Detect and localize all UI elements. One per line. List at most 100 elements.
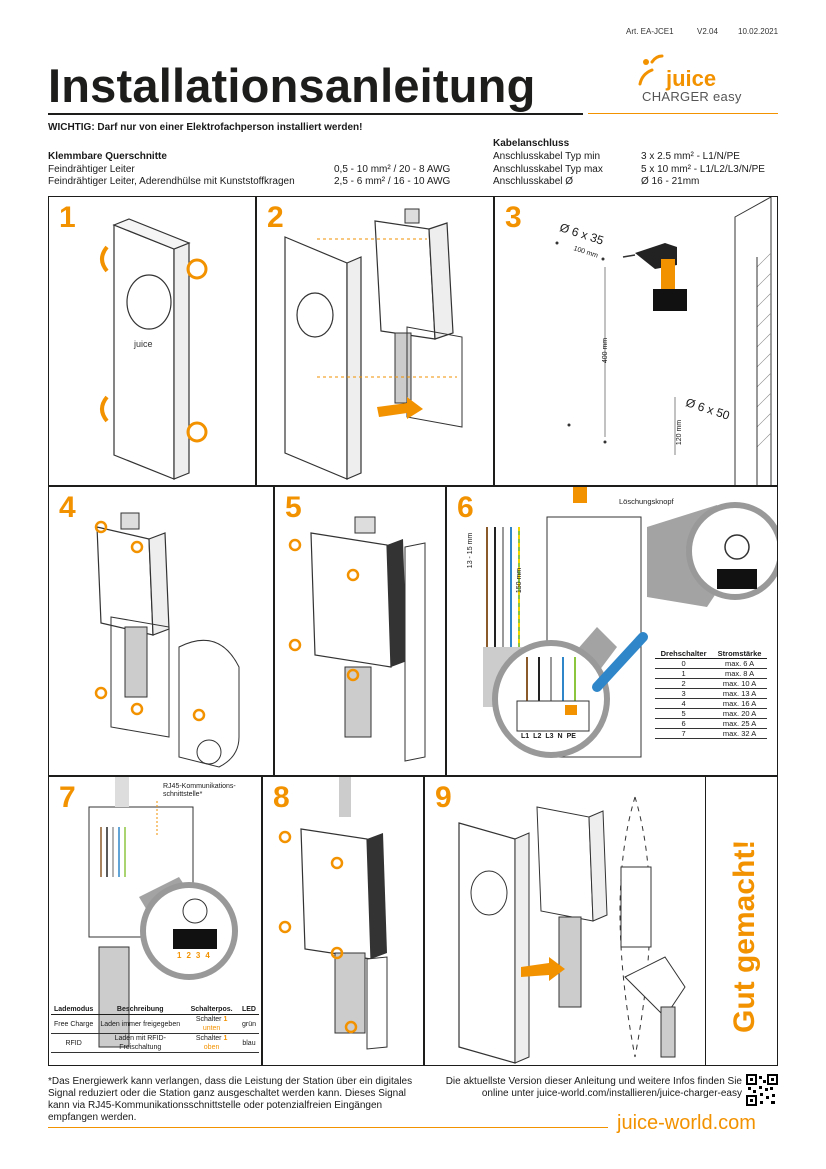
switch-digit: 1 (177, 951, 182, 960)
terminal-label: L2 (533, 733, 542, 740)
article-number: Art. EA-JCE1 (626, 27, 674, 36)
mode-setting-illustration (88, 777, 238, 1048)
table-header: LED (238, 1005, 259, 1015)
cross-section-label: Feindrähtiger Leiter (48, 164, 135, 175)
dimension-bottom: 120 mm (676, 419, 684, 446)
cable-label: Anschlusskabel Ø (493, 176, 574, 187)
table-header: Drehschalter (655, 649, 713, 659)
done-panel: Gut gemacht! (706, 776, 778, 1066)
cable-value: 5 x 10 mm² - L1/L2/L3/N/PE (641, 164, 765, 175)
strip-length-label: 13 - 15 mm (467, 532, 475, 569)
switch-text: Schalter (195, 1035, 224, 1042)
table-cell: max. 13 A (712, 688, 767, 699)
table-header: Beschreibung (96, 1005, 185, 1015)
table-header: Stromstärke (712, 649, 767, 659)
table-cell: max. 10 A (712, 678, 767, 689)
table-cell: max. 6 A (712, 658, 767, 669)
cable-label: Anschlusskabel Typ max (493, 164, 603, 175)
mounting-illustration (94, 512, 240, 768)
step-number: 8 (273, 781, 290, 814)
switch-text: Schalter (195, 1016, 224, 1023)
cable-value: Ø 16 - 21mm (641, 176, 700, 187)
warning-text: WICHTIG: Darf nur von einer Elektrofachp… (48, 122, 363, 133)
step-number: 7 (59, 781, 76, 814)
step-8-panel: 8 (262, 776, 424, 1066)
table-cell: RFID (51, 1033, 97, 1053)
cross-section-label: Feindrähtiger Leiter, Aderendhülse mit K… (48, 176, 295, 187)
switch-digit: 4 (205, 951, 210, 960)
step-5-panel: 5 (274, 486, 446, 776)
cover-closing-illustration (278, 777, 388, 1050)
step-1-panel: 1 juice (48, 196, 256, 486)
step-number: 3 (505, 201, 522, 234)
table-cell: max. 25 A (712, 718, 767, 729)
step-number: 1 (59, 201, 76, 234)
table-cell: 7 (655, 728, 713, 739)
switch-number: 1 (223, 1035, 228, 1042)
step-number: 2 (267, 201, 284, 234)
table-cell: max. 8 A (712, 668, 767, 679)
cable-strip-label: 150 mm (516, 567, 524, 594)
table-cell: 3 (655, 688, 713, 699)
page-title: Installationsanleitung (48, 59, 536, 112)
cable-heading: Kabelanschluss (493, 138, 570, 149)
cable-value: 3 x 2.5 mm² - L1/N/PE (641, 151, 740, 162)
terminal-label: PE (566, 733, 576, 740)
footnote: *Das Energiewerk kann verlangen, dass di… (48, 1076, 413, 1123)
table-cell: max. 32 A (712, 728, 767, 739)
table-row: Free Charge Laden immer freigegeben Scha… (51, 1014, 259, 1034)
step-2-panel: 2 (256, 196, 494, 486)
switch-digits: 1 2 3 4 (177, 951, 210, 960)
cover-removal-illustration: juice (100, 218, 208, 480)
step-number: 5 (285, 491, 302, 524)
date: 10.02.2021 (738, 27, 779, 36)
reset-button-label: Löschungsknopf (619, 497, 674, 506)
step-4-panel: 4 (48, 486, 274, 776)
table-cell: max. 20 A (712, 708, 767, 719)
table-cell: Schalter 1 oben (184, 1033, 239, 1053)
table-cell: Schalter 1 unten (184, 1014, 239, 1034)
cross-sections-heading: Klemmbare Querschnitte (48, 151, 167, 162)
logo-brand: juice (666, 66, 717, 91)
wiring-illustration (483, 487, 777, 758)
step-number: 4 (59, 491, 76, 524)
juice-logo: juice CHARGER easy (630, 50, 790, 110)
step-number: 6 (457, 491, 474, 524)
title-rule-accent (588, 113, 778, 114)
switch-digit: 3 (195, 951, 201, 960)
qr-code-icon[interactable] (746, 1074, 778, 1106)
rj45-label: RJ45-Kommunikations-schnittstelle* (163, 783, 236, 798)
footer-rule (48, 1127, 608, 1128)
switch-position: oben (203, 1044, 220, 1051)
step-3-panel: 3 Ø 6 x 35 100 mm 400 mm Ø 6 x 50 120 mm (494, 196, 778, 486)
table-cell: Laden immer freigegeben (96, 1014, 185, 1034)
switch-number: 1 (223, 1016, 228, 1023)
table-cell: blau (238, 1033, 259, 1053)
online-info: Die aktuellste Version dieser Anleitung … (445, 1076, 742, 1099)
juice-drop-icon (638, 54, 664, 86)
website-link[interactable]: juice-world.com (617, 1112, 756, 1134)
cable-label: Anschlusskabel Typ min (493, 151, 601, 162)
cross-section-value: 2,5 - 6 mm² / 16 - 10 AWG (334, 176, 451, 187)
table-cell: 1 (655, 668, 713, 679)
final-assembly-illustration (458, 796, 686, 1064)
title-rule (48, 113, 583, 115)
table-header: Lademodus (51, 1005, 97, 1015)
switch-position: unten (202, 1025, 221, 1032)
terminal-label: L3 (545, 733, 554, 740)
svg-text:juice: juice (133, 339, 153, 349)
terminal-label: N (557, 733, 563, 740)
step-7-panel: 7 RJ45-Kommunikations-schnittstelle* 1 2… (48, 776, 262, 1066)
version: V2.04 (697, 27, 718, 36)
mode-table: Lademodus Beschreibung Schalterpos. LED … (51, 1005, 259, 1053)
table-cell: 4 (655, 698, 713, 709)
table-cell: 0 (655, 658, 713, 669)
